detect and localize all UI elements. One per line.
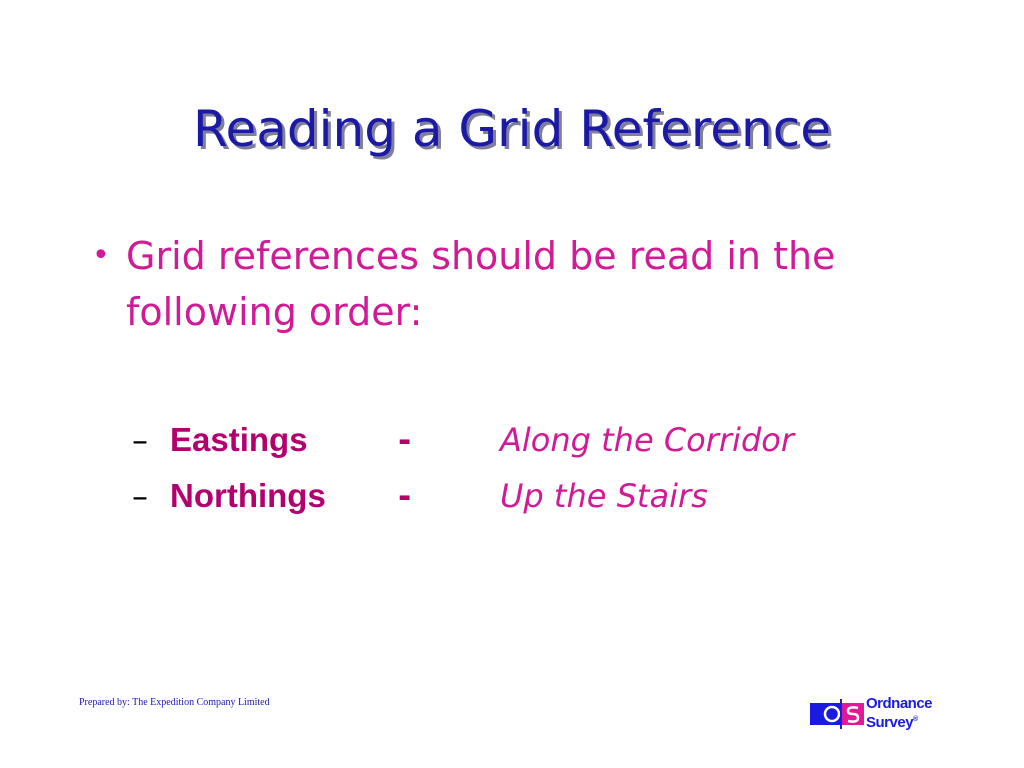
- sub-bullet-northings: – Northings - Up the Stairs: [132, 468, 794, 524]
- footer-credit: Prepared by: The Expedition Company Limi…: [79, 697, 270, 708]
- logo-line-1: Ordnance: [866, 695, 933, 712]
- logo-line-2: Survey®: [866, 712, 932, 731]
- dash-icon: –: [132, 421, 148, 459]
- main-bullet: • Grid references should be read in the …: [92, 228, 972, 340]
- ordnance-survey-logo: Ordnance Survey®: [810, 695, 933, 731]
- term-eastings: Eastings: [170, 421, 308, 458]
- slide-title: Reading a Grid Reference: [193, 100, 831, 158]
- logo-line-2-text: Survey: [866, 714, 914, 731]
- description-northings: Up the Stairs: [500, 477, 708, 515]
- separator: -: [398, 477, 412, 515]
- sub-bullet-eastings: – Eastings - Along the Corridor: [132, 412, 794, 468]
- sub-bullet-list: – Eastings - Along the Corridor – Northi…: [132, 412, 794, 524]
- dash-icon: –: [132, 477, 148, 515]
- bullet-icon: •: [92, 238, 110, 273]
- logo-wordmark: Ordnance Survey®: [866, 695, 933, 731]
- term-northings: Northings: [170, 477, 326, 514]
- main-bullet-text: Grid references should be read in the fo…: [126, 234, 836, 334]
- separator: -: [398, 421, 412, 459]
- registered-mark: ®: [913, 716, 918, 723]
- ordnance-survey-os-icon: [810, 698, 864, 729]
- description-eastings: Along the Corridor: [500, 421, 794, 459]
